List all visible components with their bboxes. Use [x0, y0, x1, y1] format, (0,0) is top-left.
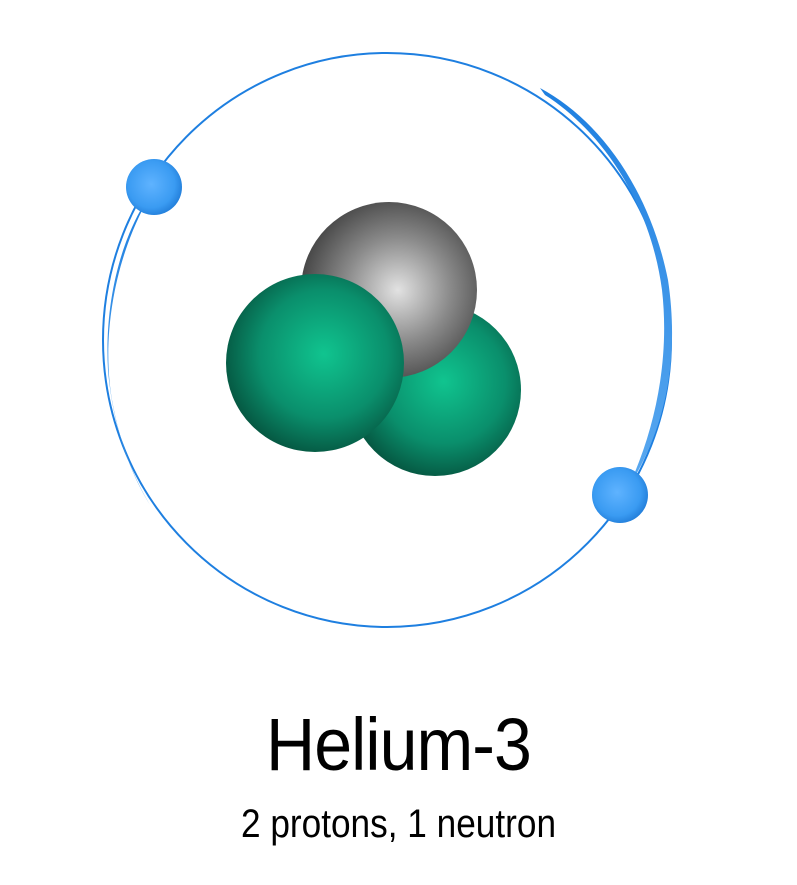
electron-1: [126, 159, 182, 215]
electron-trail-left: [107, 188, 155, 505]
electron-2: [592, 467, 648, 523]
isotope-title: Helium-3: [265, 703, 532, 786]
helium-3-atom-diagram: [102, 52, 673, 628]
isotope-subtitle: 2 protons, 1 neutron: [240, 802, 557, 846]
electron-trail-right: [540, 88, 673, 488]
proton-front: [226, 274, 404, 452]
